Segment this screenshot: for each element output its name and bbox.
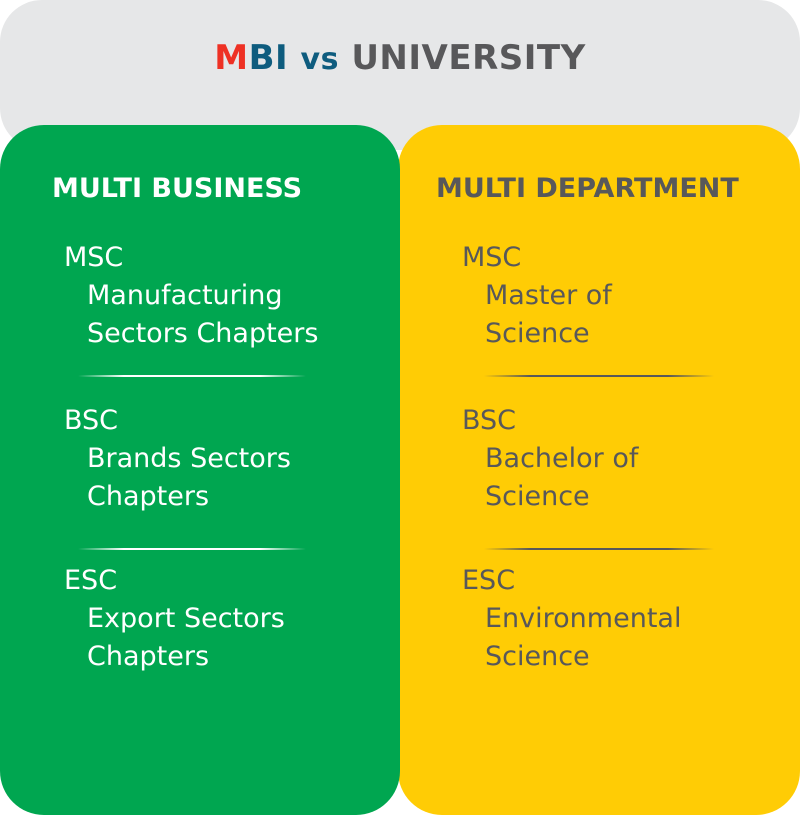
panel-title: MULTI BUSINESS [52, 173, 303, 204]
item-desc: Manufacturing [87, 280, 283, 311]
item-desc: Chapters [87, 641, 210, 672]
item-desc: Science [485, 481, 590, 512]
item-desc: Science [485, 641, 590, 672]
item-abbr: ESC [64, 565, 118, 596]
item-desc: Master of [485, 280, 612, 311]
list-item: MSC Manufacturing Sectors Chapters [64, 239, 318, 353]
divider [484, 548, 714, 550]
multi-business-panel: MULTI BUSINESS MSC Manufacturing Sectors… [0, 125, 400, 815]
item-desc: Science [485, 318, 590, 349]
item-abbr: BSC [462, 405, 517, 436]
divider [78, 375, 306, 377]
multi-department-panel: MULTI DEPARTMENT MSC Master of Science B… [398, 125, 800, 815]
item-abbr: MSC [462, 242, 522, 273]
item-desc: Environmental [485, 603, 682, 634]
panel-title: MULTI DEPARTMENT [436, 173, 739, 204]
list-item: MSC Master of Science [462, 239, 612, 353]
item-desc: Chapters [87, 481, 210, 512]
list-item: BSC Brands Sectors Chapters [64, 402, 291, 516]
item-desc: Bachelor of [485, 443, 639, 474]
item-desc: Export Sectors [87, 603, 285, 634]
title-vs: vs [300, 42, 339, 77]
title-m: M [214, 38, 249, 78]
page-title: MBI vs UNIVERSITY [0, 38, 800, 78]
item-abbr: ESC [462, 565, 516, 596]
list-item: ESC Export Sectors Chapters [64, 562, 285, 676]
item-desc: Sectors Chapters [87, 318, 319, 349]
divider [484, 375, 714, 377]
title-university: UNIVERSITY [351, 38, 586, 78]
item-desc: Brands Sectors [87, 443, 291, 474]
list-item: BSC Bachelor of Science [462, 402, 638, 516]
title-bi: BI [248, 38, 289, 78]
item-abbr: BSC [64, 405, 119, 436]
list-item: ESC Environmental Science [462, 562, 681, 676]
item-abbr: MSC [64, 242, 124, 273]
divider [78, 548, 306, 550]
